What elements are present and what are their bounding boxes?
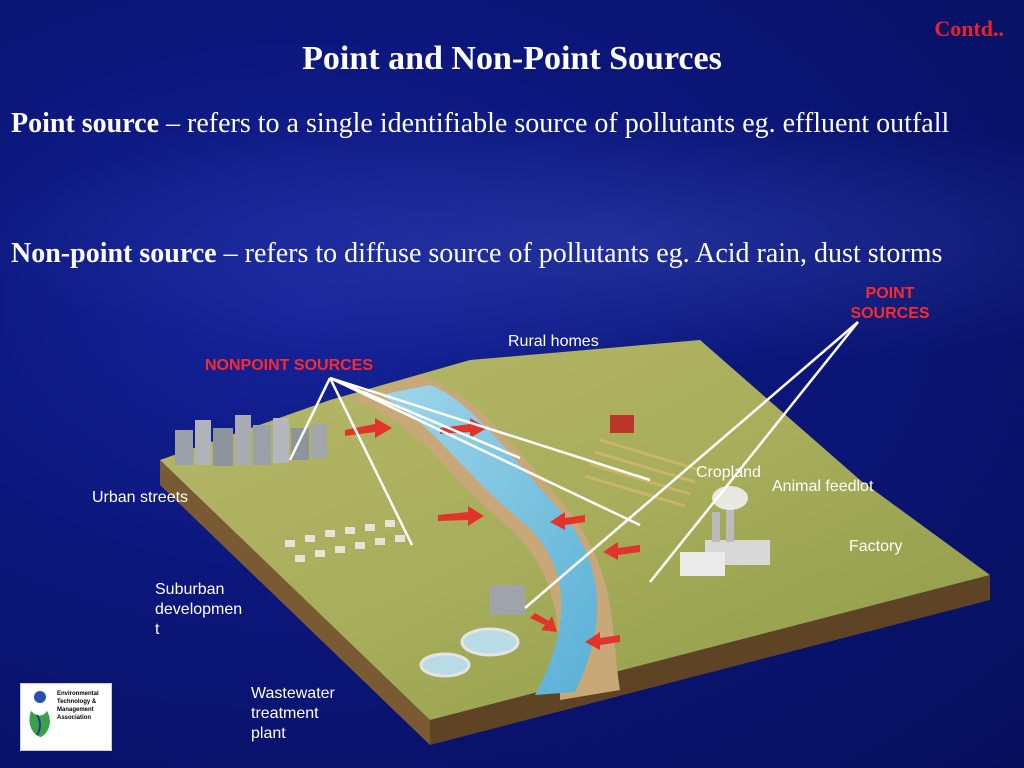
point-source-definition: Point source – refers to a single identi… — [11, 104, 1001, 144]
river — [380, 385, 598, 695]
terrain-side-left — [160, 460, 430, 745]
rural-homes-label: Rural homes — [508, 333, 599, 350]
etma-logo: Environmental Technology & Management As… — [20, 683, 112, 751]
slide-title: Point and Non-Point Sources — [302, 40, 722, 77]
suburban-development-label: Suburban developmen t — [155, 580, 242, 640]
wastewater-line2: treatment — [251, 705, 319, 722]
wastewater-line1: Wastewater — [251, 685, 335, 702]
flow-arrows — [345, 418, 640, 650]
factory-label: Factory — [849, 538, 903, 555]
logo-line2: Technology & — [57, 699, 97, 705]
city-buildings — [175, 415, 327, 466]
urban-streets-label: Urban streets — [92, 489, 189, 506]
point-source-term: Point source — [11, 108, 160, 139]
nonpoint-sources-label: NONPOINT SOURCES — [205, 357, 374, 374]
nonpoint-source-text: – refers to diffuse source of pollutants… — [216, 238, 943, 269]
logo-text: Environmental Technology & Management As… — [57, 690, 99, 722]
wastewater-line3: plant — [251, 725, 286, 742]
nonpoint-pointer-lines — [288, 376, 651, 546]
nonpoint-source-term: Non-point source — [11, 238, 217, 269]
suburban-line1: Suburban — [155, 581, 225, 598]
logo-line3: Management — [57, 707, 94, 713]
suburban-line3: t — [155, 621, 160, 638]
point-sources-label: POINT SOURCES — [842, 284, 938, 324]
cropland-field — [584, 438, 701, 508]
contd-label: Contd.. — [934, 16, 1004, 41]
wastewater-plant — [419, 585, 525, 678]
suburban-houses — [285, 520, 405, 562]
logo-line1: Environmental — [57, 691, 99, 697]
cropland-label: Cropland — [696, 464, 761, 481]
point-sources-line2: SOURCES — [850, 305, 930, 322]
point-source-text: – refers to a single identifiable source… — [159, 108, 950, 139]
nonpoint-source-definition: Non-point source – refers to diffuse sou… — [11, 234, 1001, 274]
logo-line4: Association — [57, 715, 92, 721]
suburban-line2: developmen — [155, 601, 243, 618]
globe-leaf-icon — [29, 691, 50, 737]
point-pointer-lines — [524, 321, 859, 609]
barn — [610, 415, 634, 433]
animal-feedlot-label: Animal feedlot — [772, 478, 874, 495]
wastewater-plant-label: Wastewater treatment plant — [251, 684, 335, 744]
terrain-side-front — [430, 575, 990, 745]
point-sources-line1: POINT — [865, 285, 915, 302]
